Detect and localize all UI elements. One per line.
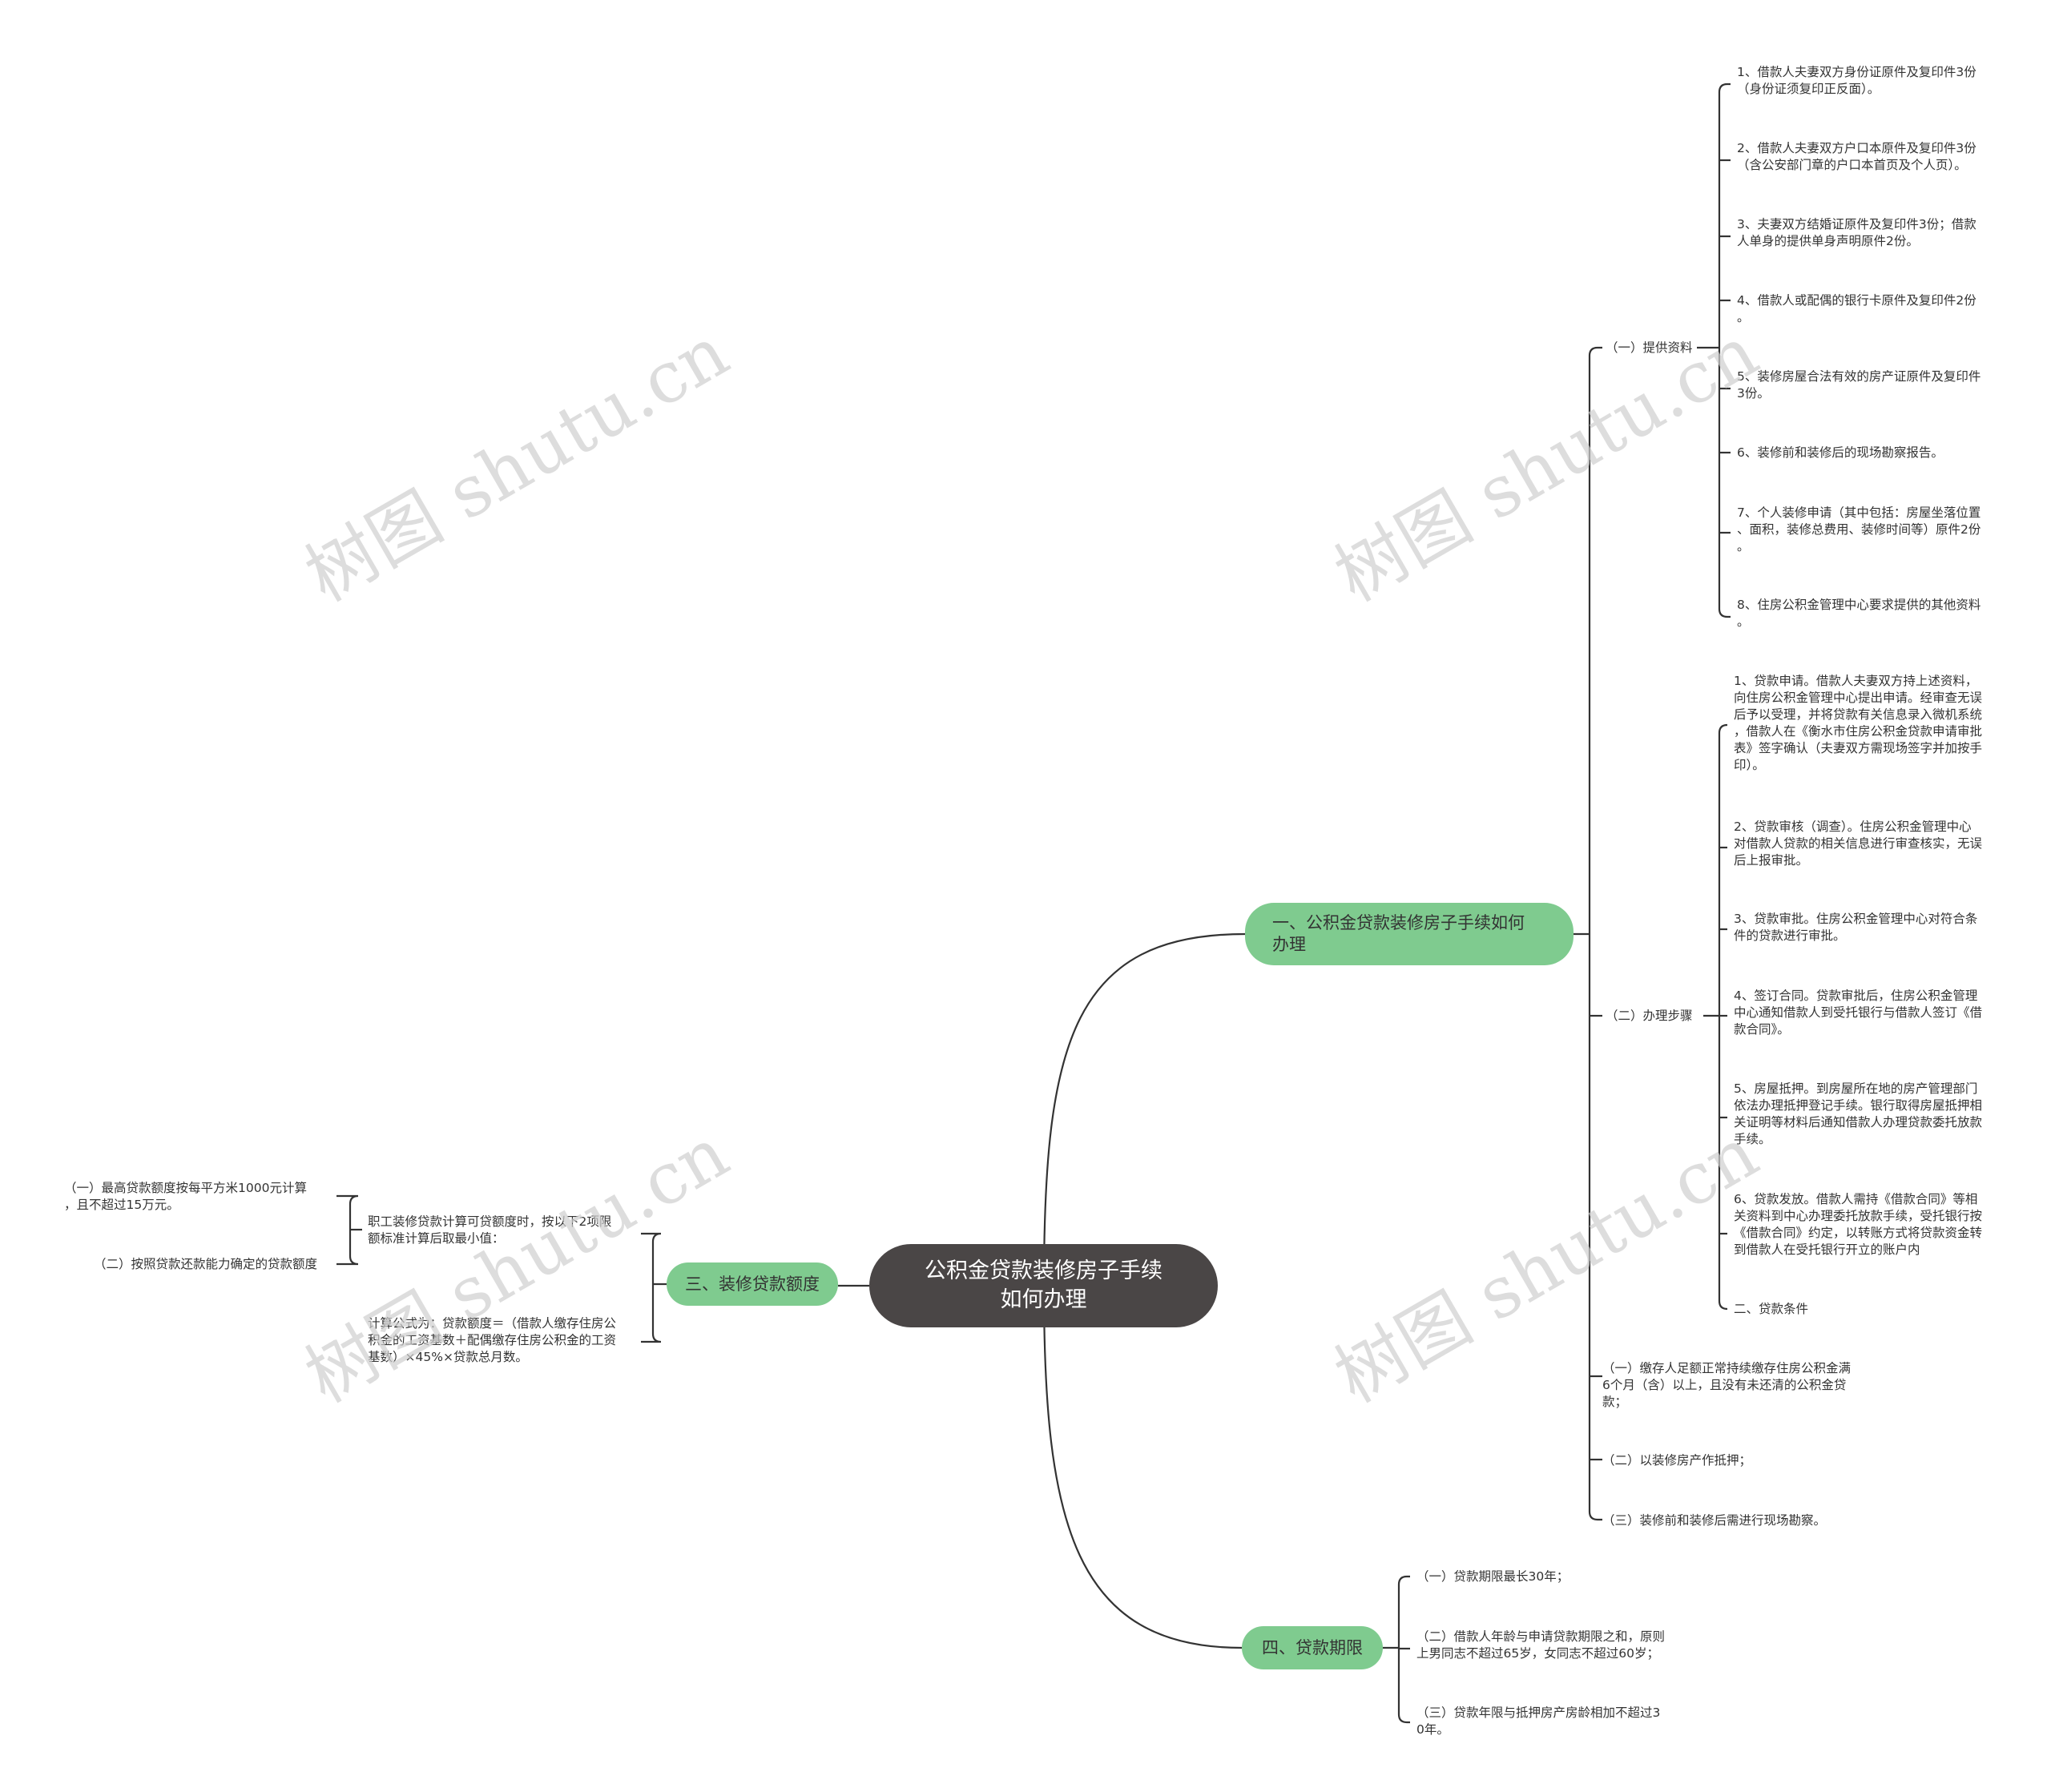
term-item: （三）贷款年限与抵押房产房龄相加不超过3 0年。 (1416, 1705, 1661, 1737)
root-topic[interactable]: 公积金贷款装修房子手续 如何办理 (869, 1244, 1218, 1327)
condition-item: （三）装修前和装修后需进行现场勘察。 (1602, 1513, 1827, 1528)
steps-node[interactable]: （二）办理步骤 (1606, 1009, 1693, 1023)
bracket-materials-spine (1718, 83, 1731, 618)
condition-item: （一）缴存人足额正常持续缴存住房公积金满 6个月（含）以上，且没有未还清的公积金… (1602, 1361, 1852, 1409)
step-item: 1、贷款申请。借款人夫妻双方持上述资料， 向住房公积金管理中心提出申请。经审查无… (1734, 674, 1983, 772)
materials-item: 4、借款人或配偶的银行卡原件及复印件2份 。 (1737, 293, 1976, 324)
limit-item: （一）最高贷款额度按每平方米1000元计算 ，且不超过15万元。 (64, 1181, 307, 1212)
materials-item: 8、住房公积金管理中心要求提供的其他资料 。 (1737, 598, 1981, 629)
materials-node[interactable]: （一）提供资料 (1606, 340, 1693, 355)
branch-loan-amount[interactable]: 三、装修贷款额度 (667, 1262, 838, 1306)
limit-node[interactable]: 职工装修贷款计算可贷额度时，按以下2项限 额标准计算后取最小值： (368, 1214, 612, 1246)
step-item: 4、签订合同。贷款审批后，住房公积金管理 中心通知借款人到受托银行与借款人签订《… (1734, 989, 1983, 1037)
bracket-branch1-spine (1588, 346, 1602, 1521)
root-topic-label: 公积金贷款装修房子手续 如何办理 (925, 1258, 1163, 1312)
term-item: （二）借款人年龄与申请贷款期限之和，原则 上男同志不超过65岁，女同志不超过60… (1416, 1629, 1666, 1661)
materials-item: 1、借款人夫妻双方身份证原件及复印件3份 （身份证须复印正反面）。 (1737, 65, 1976, 96)
materials-item: 5、装修房屋合法有效的房产证原件及复印件 3份。 (1737, 369, 1981, 401)
link-root-branch4 (1042, 1285, 1243, 1649)
step-item: 2、贷款审核（调查）。住房公积金管理中心 对借款人贷款的相关信息进行审查核实，无… (1734, 819, 1983, 868)
materials-item: 7、个人装修申请（其中包括：房屋坐落位置 、面积，装修总费用、装修时间等）原件2… (1737, 505, 1981, 554)
bracket-branch3-rev-spine (641, 1232, 662, 1343)
branch-procedures-label: 一、公积金贷款装修房子手续如何 办理 (1272, 913, 1525, 954)
materials-item: 6、装修前和装修后的现场勘察报告。 (1737, 445, 1944, 460)
step-item: 5、房屋抵押。到房屋所在地的房产管理部门 依法办理抵押登记手续。银行取得房屋抵押… (1734, 1081, 1983, 1146)
term-item: （一）贷款期限最长30年； (1416, 1569, 1569, 1584)
branch-loan-term[interactable]: 四、贷款期限 (1242, 1626, 1383, 1669)
branch-loan-term-label: 四、贷款期限 (1262, 1637, 1363, 1657)
limit-item: （二）按照贷款还款能力确定的贷款额度 (94, 1257, 318, 1271)
bracket-steps-spine (1718, 723, 1728, 1311)
materials-item: 3、夫妻双方结婚证原件及复印件3份；借款 人单身的提供单身声明原件2份。 (1737, 217, 1976, 248)
formula-node: 计算公式为：贷款额度＝（借款人缴存住房公 积金的工资基数＋配偶缴存住房公积金的工… (368, 1316, 617, 1364)
step-item-conditions-heading: 二、贷款条件 (1734, 1302, 1809, 1316)
step-item: 3、贷款审批。住房公积金管理中心对符合条 件的贷款进行审批。 (1734, 912, 1978, 943)
materials-item: 2、借款人夫妻双方户口本原件及复印件3份 （含公安部门章的户口本首页及个人页）。 (1737, 141, 1976, 172)
condition-item: （二）以装修房产作抵押； (1602, 1453, 1752, 1468)
branch-procedures[interactable]: 一、公积金贷款装修房子手续如何 办理 (1245, 903, 1574, 965)
bracket-limit-rev-spine (336, 1194, 359, 1266)
link-root-branch1 (1042, 932, 1246, 1287)
branch-loan-amount-label: 三、装修贷款额度 (685, 1274, 820, 1294)
step-item: 6、贷款发放。借款人需持《借款合同》等相 关资料到中心办理委托放款手续，受托银行… (1734, 1192, 1983, 1257)
